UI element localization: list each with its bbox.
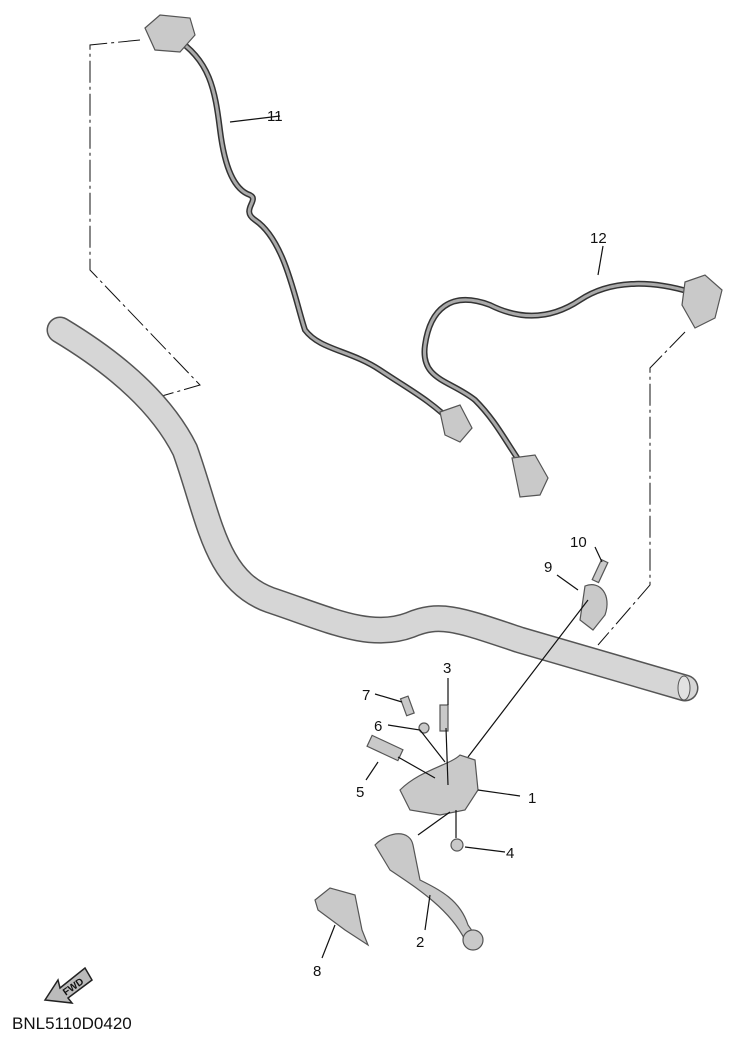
callout-11: 11: [267, 108, 283, 125]
callout-1: 1: [528, 790, 536, 807]
lever-parts: [314, 558, 609, 951]
handlebar: [46, 316, 699, 702]
drawing-code: BNL5110D0420: [12, 1014, 132, 1033]
switch-cable-12: [421, 274, 723, 498]
callout-5: 5: [356, 784, 364, 801]
callout-2: 2: [416, 934, 424, 951]
guide-line-right: [597, 331, 686, 646]
callout-12: 12: [590, 230, 607, 247]
callout-8: 8: [313, 963, 321, 980]
callout-7: 7: [362, 687, 370, 704]
callout-9: 9: [544, 559, 552, 576]
switch-cable-11: [144, 14, 473, 443]
callout-10: 10: [570, 534, 587, 551]
callout-4: 4: [506, 845, 514, 862]
callout-6: 6: [374, 718, 382, 735]
leader-lines: [229, 115, 604, 959]
callout-3: 3: [443, 660, 451, 677]
guide-line-left: [89, 39, 201, 399]
fwd-arrow-icon: FWD: [43, 966, 93, 1004]
